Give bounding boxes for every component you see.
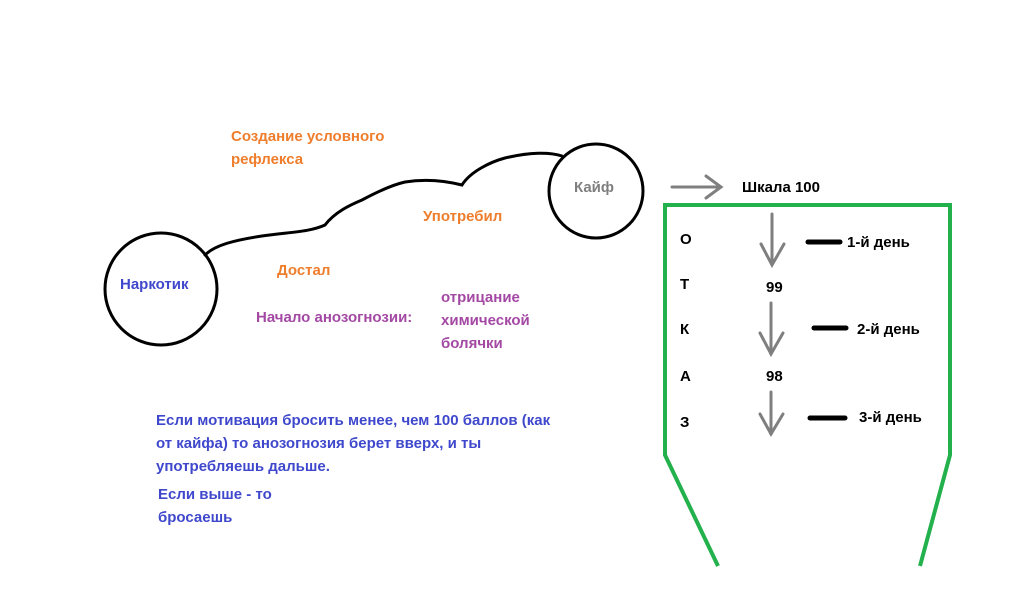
note1-line1: Если мотивация бросить менее, чем 100 ба… (156, 412, 551, 429)
note2-line1: Если выше - то (158, 486, 272, 503)
anosognosia-label: Начало анозогнозии: (256, 309, 413, 326)
reflex-label-line1: Создание условного (231, 128, 385, 145)
refusal-letter: А (680, 368, 691, 385)
refusal-funnel (663, 203, 952, 567)
down-arrow-3 (758, 390, 785, 438)
reflex-label-line2: рефлекса (231, 151, 304, 168)
down-arrow-2 (758, 301, 785, 358)
high-label: Кайф (574, 179, 615, 196)
used-label: Употребил (423, 208, 503, 225)
denial-label-line1: отрицание (441, 289, 520, 306)
drug-circle (103, 231, 219, 347)
scale-label: Шкала 100 (742, 179, 820, 196)
note1-line2: от кайфа) то анозогнозия берет вверх, и … (156, 435, 482, 452)
denial-label-line2: химической (441, 312, 530, 329)
arrow-to-scale (670, 174, 724, 200)
drug-label: Наркотик (120, 276, 189, 293)
high-circle (547, 142, 645, 240)
refusal-letter: Т (680, 276, 690, 293)
refusal-letter: О (680, 231, 692, 248)
scale-value: 98 (766, 368, 783, 385)
note1-line3: употребляешь дальше. (156, 458, 330, 475)
denial-label-line3: болячки (441, 335, 503, 352)
day-label: 2-й день (857, 321, 920, 338)
scale-value: 99 (766, 279, 783, 296)
refusal-letter: К (680, 321, 690, 338)
refusal-letter: З (680, 414, 690, 431)
day-label: 1-й день (847, 234, 910, 251)
got-label: Достал (277, 262, 331, 279)
habit-curve (203, 151, 564, 257)
down-arrow-1 (759, 212, 786, 269)
note2-line2: бросаешь (158, 509, 233, 526)
day-label: 3-й день (859, 409, 922, 426)
